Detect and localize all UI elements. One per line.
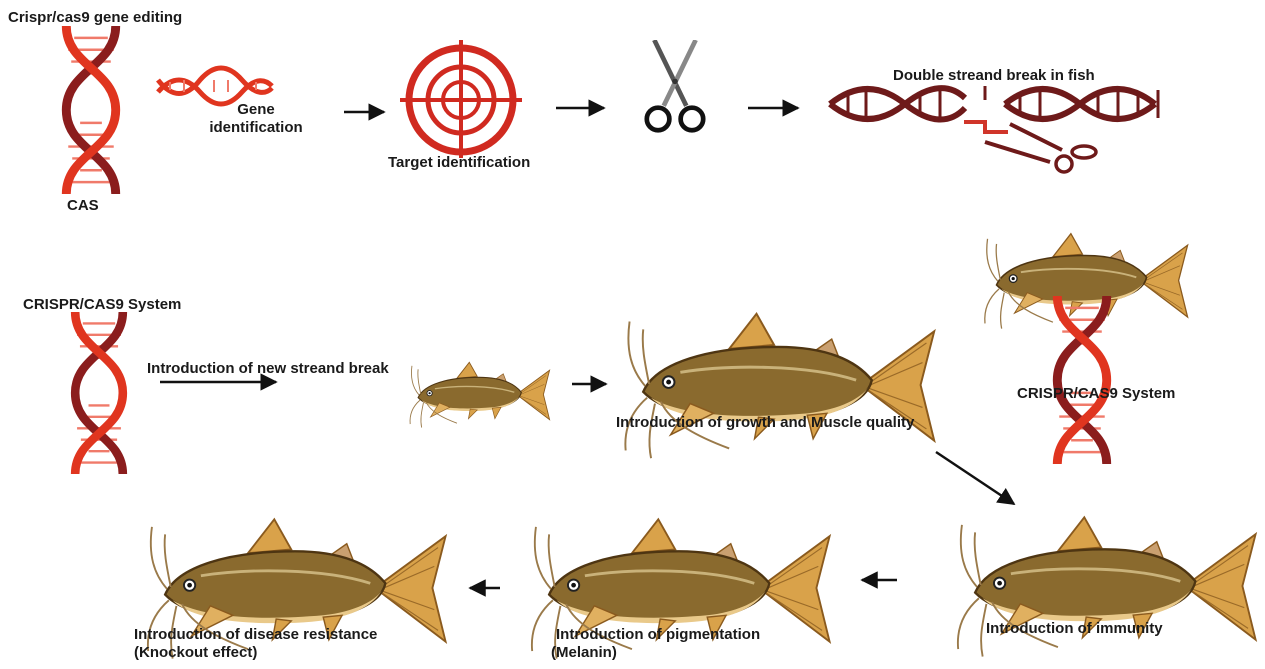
growth-catfish-icon bbox=[625, 314, 934, 459]
target-label: Target identification bbox=[388, 154, 530, 172]
pigmentation-label-line1: Introduction of pigmentation bbox=[556, 626, 760, 644]
cas-label: CAS bbox=[67, 197, 99, 215]
growth-label: Introduction of growth and Muscle qualit… bbox=[616, 414, 914, 432]
gene-label-line2: identification bbox=[196, 119, 316, 137]
system-dna-helix-icon bbox=[75, 312, 123, 474]
gene-dna-helix-icon bbox=[158, 68, 272, 104]
immunity-label: Introduction of immunity bbox=[986, 620, 1163, 638]
gene-label-line1: Gene bbox=[196, 101, 316, 119]
system-label: CRISPR/CAS9 System bbox=[23, 296, 181, 314]
disease-label-line1: Introduction of disease resistance bbox=[134, 626, 377, 644]
right-system-label: CRISPR/CAS9 System bbox=[1017, 385, 1175, 403]
scissors-icon bbox=[647, 40, 703, 130]
broken-dna-icon bbox=[830, 86, 1158, 172]
top-right-catfish-icon bbox=[985, 234, 1188, 329]
small-catfish-icon bbox=[410, 362, 550, 427]
break-step-label: Introduction of new streand break bbox=[147, 360, 389, 378]
pigmentation-label-line2: (Melanin) bbox=[551, 644, 617, 662]
break-label: Double streand break in fish bbox=[893, 67, 1095, 85]
right-system-dna-helix-icon bbox=[1057, 296, 1106, 464]
arrow-icon bbox=[936, 452, 1014, 504]
disease-label-line2: (Knockout effect) bbox=[134, 644, 257, 662]
diagram-title: Crispr/cas9 gene editing bbox=[8, 9, 182, 27]
target-crosshair-icon bbox=[400, 40, 522, 158]
cas-dna-helix-icon bbox=[66, 26, 115, 194]
